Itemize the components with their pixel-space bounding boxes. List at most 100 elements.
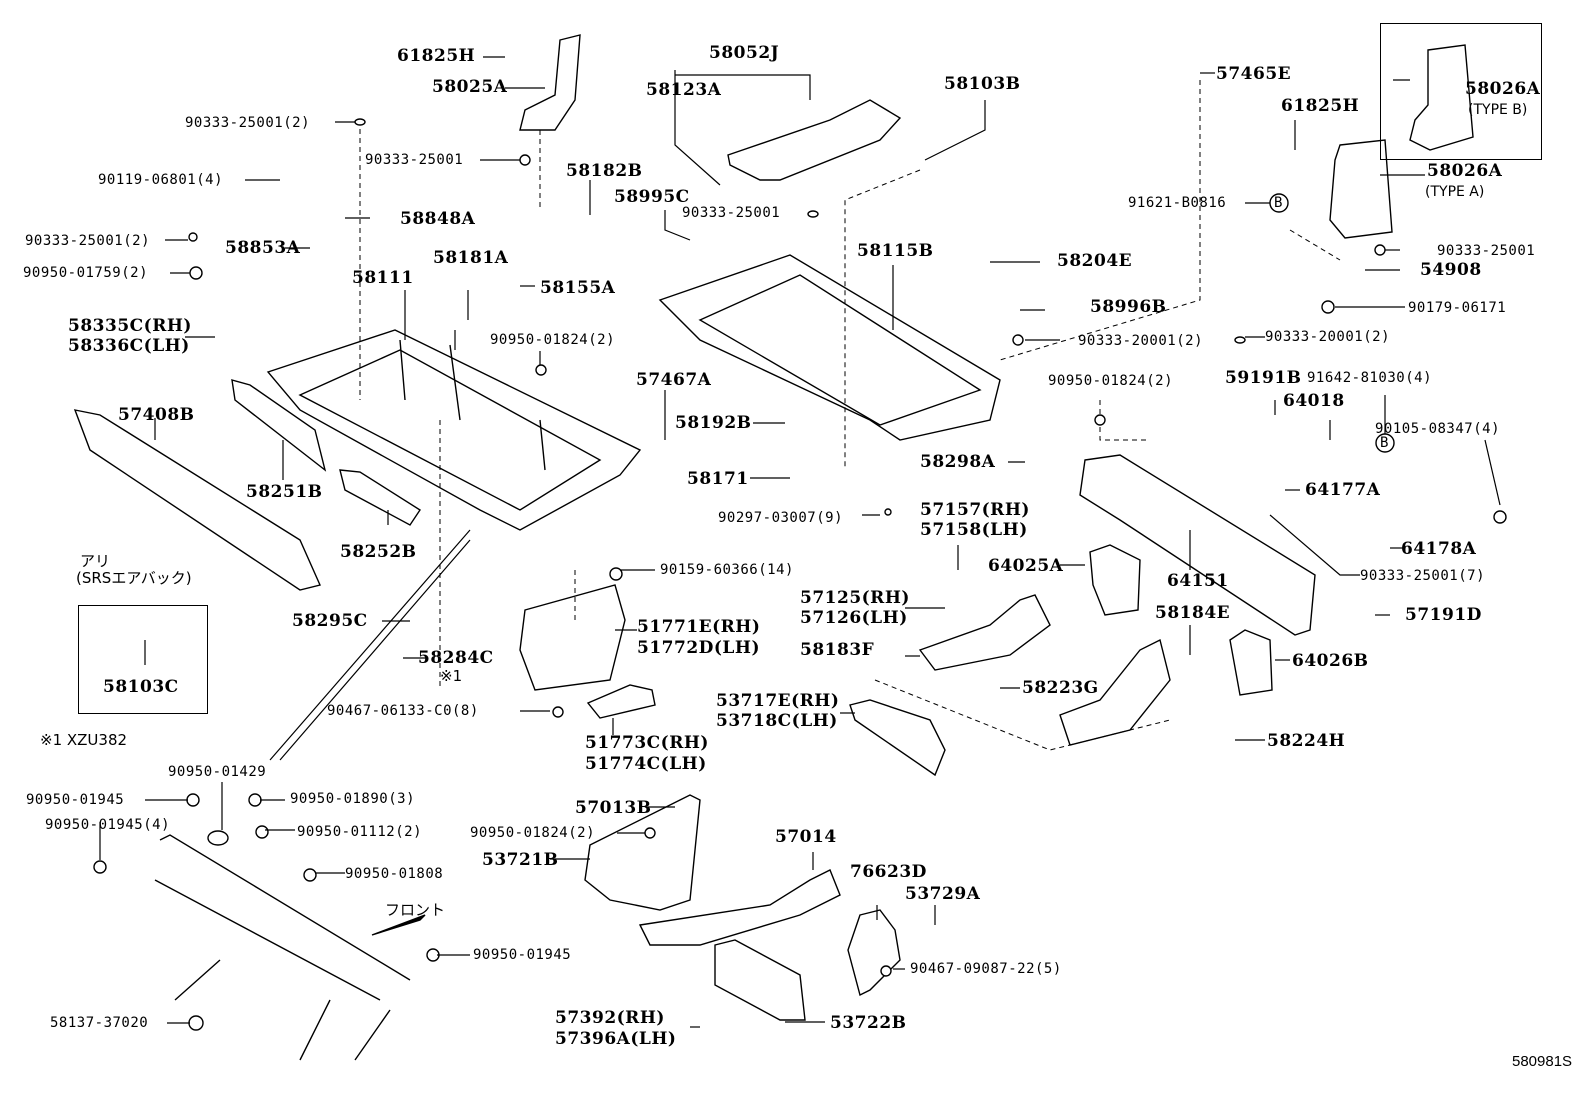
part-label-90950-01890[interactable]: 90950-01890(3) (290, 791, 416, 807)
srs-option-subtitle: (SRSエアバック) (76, 569, 192, 587)
part-label-58103b[interactable]: 58103B (944, 74, 1021, 94)
part-label-90119-06801[interactable]: 90119-06801(4) (98, 172, 224, 188)
part-label-76623d[interactable]: 76623D (850, 862, 927, 882)
part-label-57191d[interactable]: 57191D (1405, 605, 1482, 625)
part-label-90333-20001-b[interactable]: 90333-20001(2) (1265, 329, 1391, 345)
part-label-90333-25001-2[interactable]: 90333-25001(2) (185, 115, 311, 131)
part-label-64025a[interactable]: 64025A (988, 556, 1064, 576)
part-label-51774c[interactable]: 51774C(LH) (585, 754, 707, 774)
part-label-57014[interactable]: 57014 (775, 827, 837, 847)
part-label-58848a[interactable]: 58848A (400, 209, 476, 229)
part-label-90950-01824-c[interactable]: 90950-01824(2) (470, 825, 596, 841)
part-label-90105-08347[interactable]: 90105-08347(4) (1375, 421, 1501, 437)
part-label-90950-01808[interactable]: 90950-01808 (345, 866, 444, 882)
part-label-53729a[interactable]: 53729A (905, 884, 981, 904)
part-label-58103c[interactable]: 58103C (103, 677, 179, 697)
part-label-53717e[interactable]: 53717E(RH) (716, 691, 840, 711)
part-label-58137-37020[interactable]: 58137-37020 (50, 1015, 149, 1031)
part-label-90950-01945-b[interactable]: 90950-01945 (473, 947, 572, 963)
callout-b-2: B (1380, 435, 1389, 451)
part-label-58995c[interactable]: 58995C (614, 187, 690, 207)
part-label-90333-25001-7[interactable]: 90333-25001(7) (1360, 568, 1486, 584)
type-b-inset-box (1380, 23, 1542, 160)
part-label-57013b[interactable]: 57013B (575, 798, 652, 818)
part-label-54908[interactable]: 54908 (1420, 260, 1482, 280)
part-label-90950-01759[interactable]: 90950-01759(2) (23, 265, 149, 281)
part-label-64178a[interactable]: 64178A (1401, 539, 1477, 559)
part-label-58996b[interactable]: 58996B (1090, 297, 1167, 317)
part-label-90467-06133[interactable]: 90467-06133-C0(8) (327, 703, 479, 719)
part-label-90159-60366[interactable]: 90159-60366(14) (660, 562, 794, 578)
part-label-53721b[interactable]: 53721B (482, 850, 559, 870)
part-label-61825h-b[interactable]: 61825H (1281, 96, 1360, 116)
part-label-57157[interactable]: 57157(RH) (920, 500, 1030, 520)
footnote-marker: ※1 (440, 667, 463, 685)
part-label-90950-01945-4[interactable]: 90950-01945(4) (45, 817, 171, 833)
part-label-59191b[interactable]: 59191B (1225, 368, 1302, 388)
part-label-90179-06171[interactable]: 90179-06171 (1408, 300, 1507, 316)
part-label-53722b[interactable]: 53722B (830, 1013, 907, 1033)
part-label-58295c[interactable]: 58295C (292, 611, 368, 631)
member-58252b (339, 469, 421, 526)
part-label-51771e[interactable]: 51771E(RH) (637, 617, 761, 637)
part-label-58052j[interactable]: 58052J (709, 43, 780, 63)
part-label-58171[interactable]: 58171 (687, 469, 749, 489)
part-label-90333-25001[interactable]: 90333-25001 (365, 152, 464, 168)
member-58183f (918, 594, 1051, 671)
part-label-58025a[interactable]: 58025A (432, 77, 508, 97)
part-label-90467-09087[interactable]: 90467-09087-22(5) (910, 961, 1062, 977)
part-label-90950-01429[interactable]: 90950-01429 (168, 764, 267, 780)
part-label-58182b[interactable]: 58182B (566, 161, 643, 181)
part-label-57126[interactable]: 57126(LH) (800, 608, 908, 628)
part-label-61825h[interactable]: 61825H (397, 46, 476, 66)
part-label-64151[interactable]: 64151 (1167, 571, 1229, 591)
part-label-58252b[interactable]: 58252B (340, 542, 417, 562)
part-label-90297-03007[interactable]: 90297-03007(9) (718, 510, 844, 526)
diagram-id: 580981S (1512, 1053, 1573, 1070)
part-label-58223g[interactable]: 58223G (1022, 678, 1099, 698)
part-label-58026a-type-b[interactable]: 58026A (1465, 79, 1541, 99)
part-label-58853a[interactable]: 58853A (225, 238, 301, 258)
part-label-58115b[interactable]: 58115B (857, 241, 934, 261)
part-label-58298a[interactable]: 58298A (920, 452, 996, 472)
part-label-90950-01824-b[interactable]: 90950-01824(2) (1048, 373, 1174, 389)
part-label-58111[interactable]: 58111 (352, 268, 414, 288)
part-label-91621-b0816[interactable]: 91621-B0816 (1128, 195, 1227, 211)
part-label-57158[interactable]: 57158(LH) (920, 520, 1028, 540)
part-label-90333-25001-c[interactable]: 90333-25001 (682, 205, 781, 221)
part-label-90950-01112[interactable]: 90950-01112(2) (297, 824, 423, 840)
part-label-90333-25001-d[interactable]: 90333-25001 (1437, 243, 1536, 259)
part-label-58251b[interactable]: 58251B (246, 482, 323, 502)
part-label-58192b[interactable]: 58192B (675, 413, 752, 433)
part-label-58204e[interactable]: 58204E (1057, 251, 1133, 271)
part-label-58181a[interactable]: 58181A (433, 248, 509, 268)
part-label-58335c[interactable]: 58335C(RH) (68, 316, 192, 336)
part-label-58123a[interactable]: 58123A (646, 80, 722, 100)
part-label-58336c[interactable]: 58336C(LH) (68, 336, 190, 356)
part-label-64018[interactable]: 64018 (1283, 391, 1345, 411)
part-label-90333-25001-2b[interactable]: 90333-25001(2) (25, 233, 151, 249)
frame-57014 (638, 869, 841, 946)
part-label-57408b[interactable]: 57408B (118, 405, 195, 425)
part-label-64177a[interactable]: 64177A (1305, 480, 1381, 500)
part-label-58184e[interactable]: 58184E (1155, 603, 1231, 623)
part-label-58224h[interactable]: 58224H (1267, 731, 1346, 751)
part-label-57465e[interactable]: 57465E (1216, 64, 1292, 84)
part-label-91642-81030[interactable]: 91642-81030(4) (1307, 370, 1433, 386)
part-label-57392[interactable]: 57392(RH) (555, 1008, 665, 1028)
part-label-57467a[interactable]: 57467A (636, 370, 712, 390)
part-label-58183f[interactable]: 58183F (800, 640, 875, 660)
part-label-58026a-type-a[interactable]: 58026A (1427, 161, 1503, 181)
part-label-90333-20001-a[interactable]: 90333-20001(2) (1078, 333, 1204, 349)
part-label-90950-01945-a[interactable]: 90950-01945 (26, 792, 125, 808)
part-label-58155a[interactable]: 58155A (540, 278, 616, 298)
part-label-58284c[interactable]: 58284C (418, 648, 494, 668)
part-label-51772d[interactable]: 51772D(LH) (637, 638, 760, 658)
crossmember-57408b (73, 409, 321, 591)
part-label-57396a[interactable]: 57396A(LH) (555, 1029, 677, 1049)
part-label-64026b[interactable]: 64026B (1292, 651, 1369, 671)
part-label-90950-01824-a[interactable]: 90950-01824(2) (490, 332, 616, 348)
part-label-57125[interactable]: 57125(RH) (800, 588, 910, 608)
part-label-51773c[interactable]: 51773C(RH) (585, 733, 709, 753)
part-label-53718c[interactable]: 53718C(LH) (716, 711, 838, 731)
